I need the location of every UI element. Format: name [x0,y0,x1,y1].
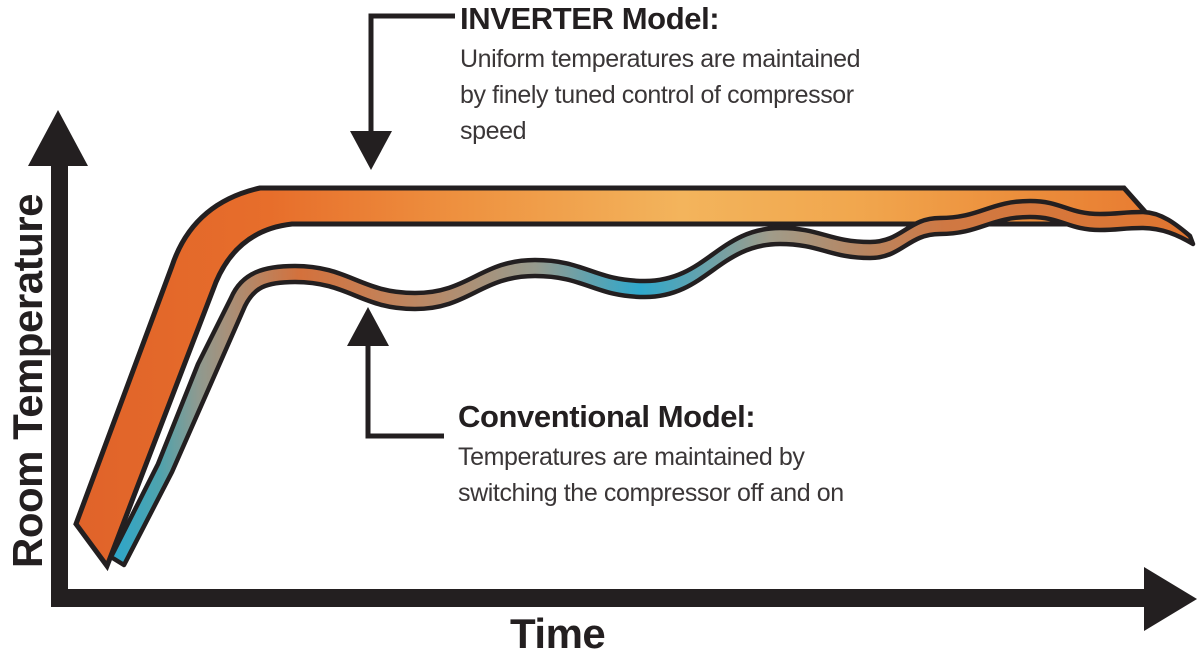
x-axis-arrowhead [1144,567,1197,631]
inverter-callout-line-3: speed [460,117,527,145]
inverter-callout-arrow [350,13,455,170]
conventional-callout: Conventional Model: Temperatures are mai… [458,398,844,511]
down-arrowhead-icon [350,131,392,170]
y-axis [28,110,88,607]
y-axis-label: Room Temperature [4,194,51,568]
inverter-band [73,185,1162,572]
inverter-callout-line-2: by finely tuned control of compressor [460,81,854,109]
x-axis [51,567,1197,631]
conventional-callout-arrow [347,307,444,439]
y-axis-arrowhead [28,110,88,166]
inverter-callout: INVERTER Model: Uniform temperatures are… [460,0,860,149]
conventional-callout-title: Conventional Model: [458,399,756,434]
inverter-callout-line-1: Uniform temperatures are maintained [460,45,861,73]
up-arrowhead-icon [347,307,389,346]
conventional-callout-line-1: Temperatures are maintained by [458,443,805,471]
conventional-callout-line-2: switching the compressor off and on [458,479,844,507]
inverter-callout-title: INVERTER Model: [460,1,720,36]
x-axis-label: Time [510,610,606,657]
conventional-band [108,198,1196,568]
